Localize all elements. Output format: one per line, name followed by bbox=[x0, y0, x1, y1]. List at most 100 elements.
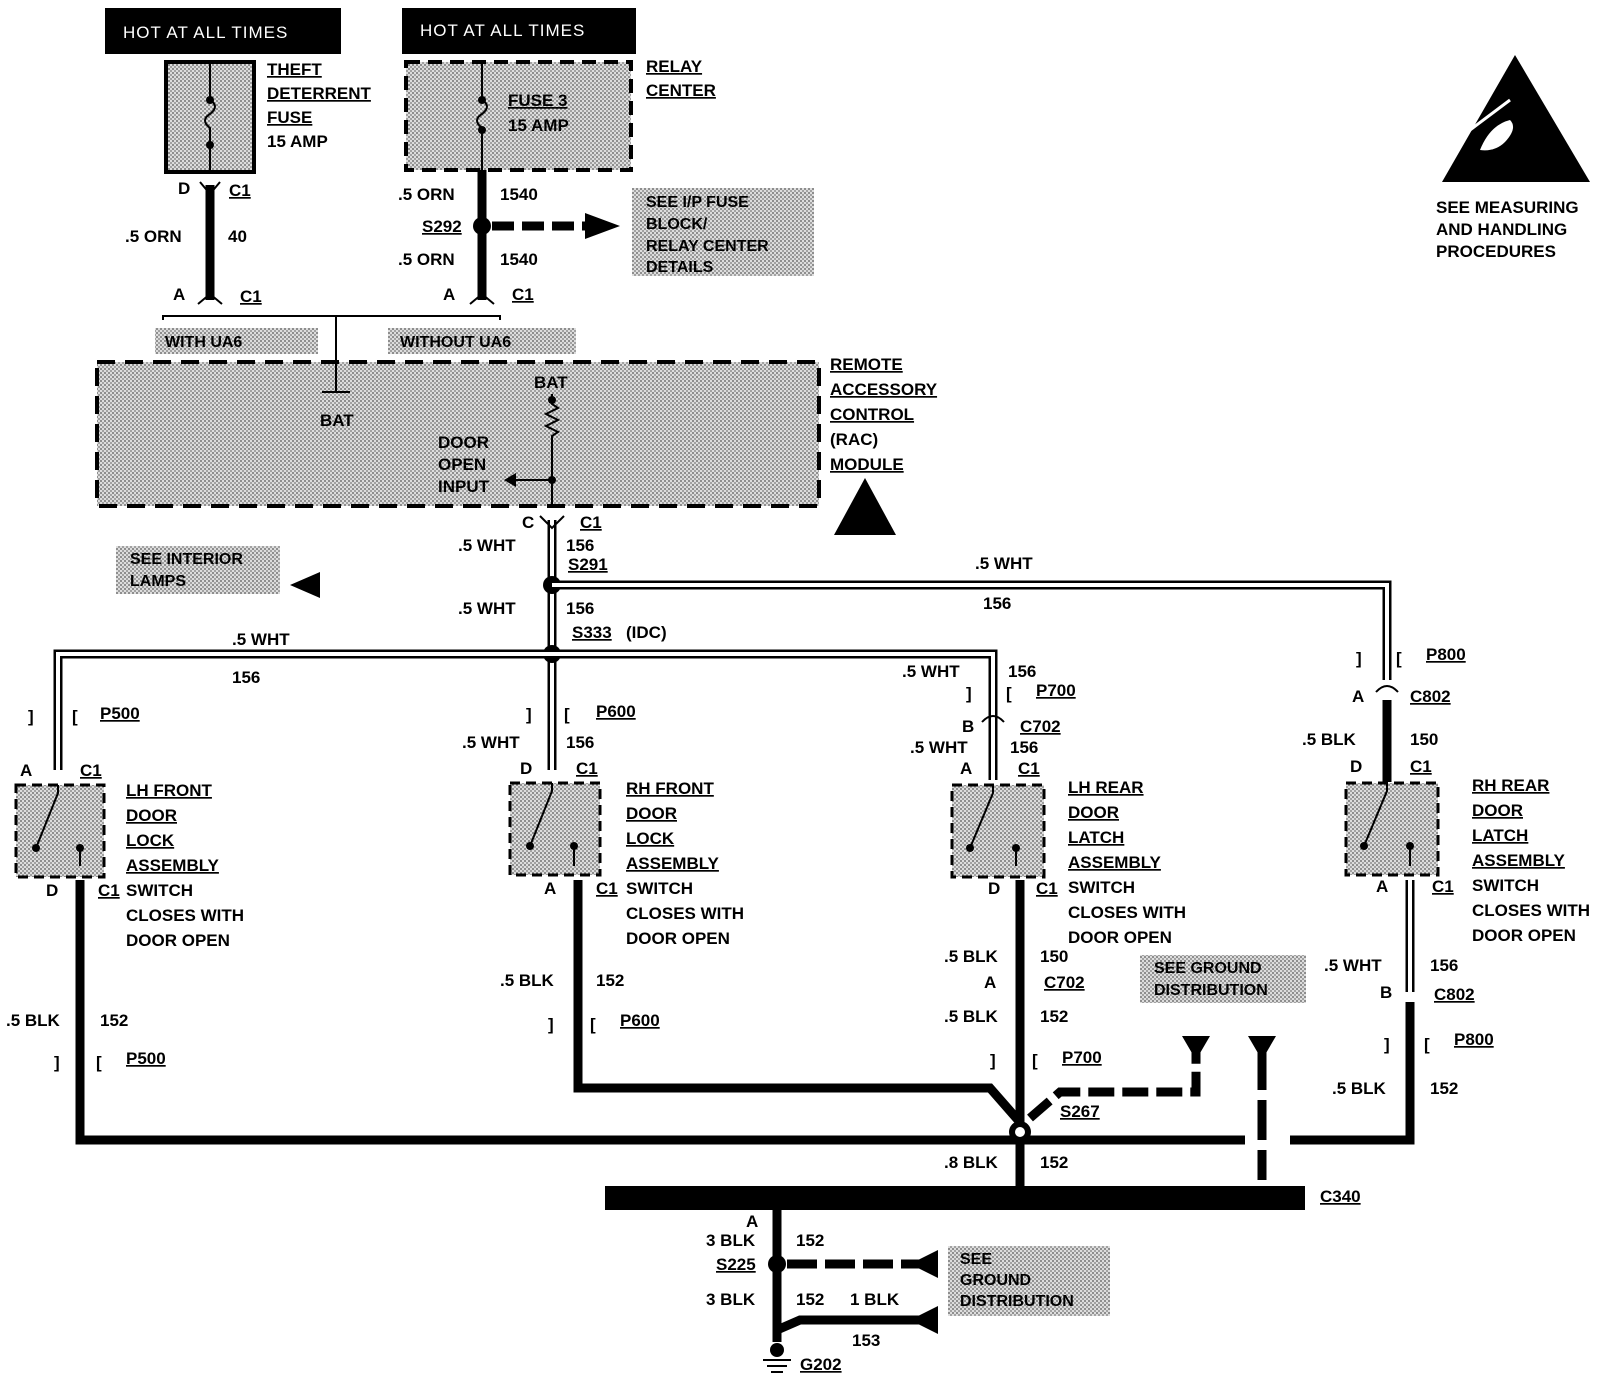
lh-front-c1b: C1 bbox=[98, 881, 120, 900]
wire-152-rh-front bbox=[573, 880, 1022, 1123]
lh-front-name-2: DOOR bbox=[126, 806, 177, 825]
lh-rear-c1: C1 bbox=[1018, 759, 1040, 778]
svg-text:]: ] bbox=[966, 684, 972, 703]
see-gnd-1a: SEE GROUND bbox=[1154, 960, 1262, 977]
rh-rear-sw-3: DOOR OPEN bbox=[1472, 926, 1576, 945]
svg-text:]: ] bbox=[1356, 649, 1362, 668]
conn-a-left: A bbox=[173, 285, 185, 304]
lh-front-sw-2: CLOSES WITH bbox=[126, 906, 244, 925]
s292-label: S292 bbox=[422, 217, 462, 236]
ground-blk3b: 3 BLK bbox=[706, 1290, 756, 1309]
lh-rear-blk-2-circuit: 152 bbox=[1040, 1007, 1068, 1026]
see-int-2: LAMPS bbox=[130, 573, 186, 590]
ground-blk8-circuit: 152 bbox=[1040, 1153, 1068, 1172]
wire-152-lh-front bbox=[75, 880, 1245, 1145]
g202-label: G202 bbox=[800, 1355, 842, 1374]
lh-front-blk-circuit: 152 bbox=[100, 1011, 128, 1030]
rac-name-2: ACCESSORY bbox=[830, 380, 938, 399]
wht-left: .5 WHT bbox=[232, 630, 290, 649]
without-ua6: WITHOUT UA6 bbox=[400, 334, 511, 351]
svg-text:[: [ bbox=[1032, 1051, 1038, 1070]
rac-bat-right: BAT bbox=[534, 373, 568, 392]
rac-out-156: 156 bbox=[566, 536, 594, 555]
lh-rear-wht-1-circuit: 156 bbox=[1008, 662, 1036, 681]
svg-text:]: ] bbox=[990, 1051, 996, 1070]
rh-rear-sw-2: CLOSES WITH bbox=[1472, 901, 1590, 920]
ground-a: A bbox=[746, 1212, 758, 1231]
lh-rear-p700: P700 bbox=[1036, 681, 1076, 700]
rh-front-c1b: C1 bbox=[596, 879, 618, 898]
lh-front-switch-box bbox=[14, 783, 106, 879]
relay-label-1: RELAY bbox=[646, 57, 703, 76]
theft-label-1: THEFT bbox=[267, 60, 322, 79]
rh-front-wht: .5 WHT bbox=[462, 733, 520, 752]
see-int-1: SEE INTERIOR bbox=[130, 551, 243, 568]
ground-blk8: .8 BLK bbox=[944, 1153, 999, 1172]
s267-label: S267 bbox=[1060, 1102, 1100, 1121]
wht-left-circuit: 156 bbox=[232, 668, 260, 687]
wire-1540-label-top: 1540 bbox=[500, 185, 538, 204]
rh-rear-wht: .5 WHT bbox=[1324, 956, 1382, 975]
see-ground-dist-box-2 bbox=[948, 1246, 1110, 1316]
rac-out-c1: C1 bbox=[580, 513, 602, 532]
lh-rear-a: A bbox=[960, 759, 972, 778]
rh-rear-blk: .5 BLK bbox=[1302, 730, 1357, 749]
c340-label: C340 bbox=[1320, 1187, 1361, 1206]
rh-rear-name-4: ASSEMBLY bbox=[1472, 851, 1566, 870]
svg-text:]: ] bbox=[28, 707, 34, 726]
esd-text-2: AND HANDLING bbox=[1436, 220, 1567, 239]
svg-text:]: ] bbox=[1384, 1035, 1390, 1054]
wire-1540-label-mid: 1540 bbox=[500, 250, 538, 269]
rh-front-name-1: RH FRONT bbox=[626, 779, 714, 798]
fuse3-label-2: 15 AMP bbox=[508, 116, 569, 135]
wht-mid: .5 WHT bbox=[458, 599, 516, 618]
rh-rear-blk-2-circuit: 152 bbox=[1430, 1079, 1458, 1098]
rh-front-d: D bbox=[520, 759, 532, 778]
see-ip-1: SEE I/P FUSE bbox=[646, 194, 749, 211]
rh-rear-c802b: C802 bbox=[1434, 985, 1475, 1004]
lh-rear-c702b: C702 bbox=[1044, 973, 1085, 992]
with-ua6: WITH UA6 bbox=[165, 334, 242, 351]
rh-rear-c1b: C1 bbox=[1432, 877, 1454, 896]
theft-label-4: 15 AMP bbox=[267, 132, 328, 151]
wire-orn-left: .5 ORN bbox=[125, 227, 182, 246]
rh-rear-p800b: P800 bbox=[1454, 1030, 1494, 1049]
see-interior-lamps-box bbox=[116, 546, 280, 594]
lh-front-a: A bbox=[20, 761, 32, 780]
lh-front-name-4: ASSEMBLY bbox=[126, 856, 220, 875]
without-ua6-box bbox=[388, 328, 576, 354]
see-gnd-1b: DISTRIBUTION bbox=[1154, 982, 1268, 999]
conn-c1-b: C1 bbox=[240, 287, 262, 306]
ground-153: 153 bbox=[852, 1331, 880, 1350]
lh-rear-wht-1: .5 WHT bbox=[902, 662, 960, 681]
lh-front-sw-1: SWITCH bbox=[126, 881, 193, 900]
rh-front-a: A bbox=[544, 879, 556, 898]
svg-text:[: [ bbox=[1424, 1035, 1430, 1054]
s225-label: S225 bbox=[716, 1255, 756, 1274]
lh-rear-sw-3: DOOR OPEN bbox=[1068, 928, 1172, 947]
rh-rear-p800: P800 bbox=[1426, 645, 1466, 664]
theft-label-2: DETERRENT bbox=[267, 84, 372, 103]
rh-rear-wht-circuit: 156 bbox=[1430, 956, 1458, 975]
rh-rear-a2: A bbox=[1376, 877, 1388, 896]
esd-text-1: SEE MEASURING bbox=[1436, 198, 1579, 217]
rh-front-sw-2: CLOSES WITH bbox=[626, 904, 744, 923]
wire-orn-top: .5 ORN bbox=[398, 185, 455, 204]
rh-rear-b: B bbox=[1380, 983, 1392, 1002]
lh-rear-d: D bbox=[988, 879, 1000, 898]
rh-rear-c1: C1 bbox=[1410, 757, 1432, 776]
lh-front-c1: C1 bbox=[80, 761, 102, 780]
lh-rear-blk-1-circuit: 150 bbox=[1040, 947, 1068, 966]
wht-top-right-circuit: 156 bbox=[983, 594, 1011, 613]
svg-text:[: [ bbox=[1396, 649, 1402, 668]
rh-rear-a: A bbox=[1352, 687, 1364, 706]
svg-text:]: ] bbox=[54, 1053, 60, 1072]
hot-at-all-times-right: HOT AT ALL TIMES bbox=[420, 21, 585, 40]
rac-name-5: MODULE bbox=[830, 455, 904, 474]
lh-rear-b: B bbox=[962, 717, 974, 736]
hot-at-all-times-right-box bbox=[402, 8, 636, 54]
s333-label: S333 bbox=[572, 623, 612, 642]
lh-front-name-3: LOCK bbox=[126, 831, 175, 850]
